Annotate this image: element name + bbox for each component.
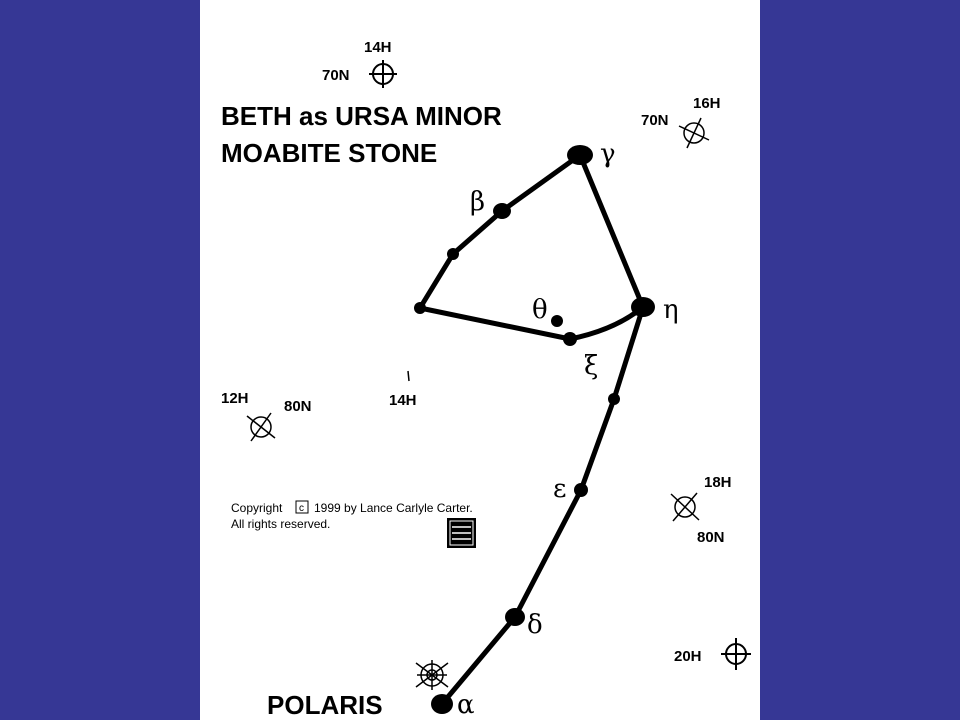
marker-5-ra: 18H <box>704 474 732 491</box>
beth-tail-path <box>439 152 646 707</box>
marker-6-ra: 20H <box>674 648 702 665</box>
star-small-2 <box>414 302 426 314</box>
copyright-box <box>295 500 309 514</box>
stars <box>414 145 655 714</box>
copyright-prefix: Copyright <box>231 501 283 515</box>
star-xi <box>563 332 577 346</box>
marker-1-dec: 70N <box>322 67 350 84</box>
star-small-3 <box>608 393 620 405</box>
star-epsilon <box>574 483 588 497</box>
title-line-1: BETH as URSA MINOR <box>221 101 502 131</box>
star-delta <box>505 608 525 626</box>
star-eta <box>631 297 655 317</box>
marker-2-ra: 16H <box>693 95 721 112</box>
artist-seal-icon <box>447 518 476 548</box>
rights-reserved: All rights reserved. <box>231 517 330 531</box>
label-gamma: γ <box>600 139 616 169</box>
marker-4-ra: 14H <box>389 392 417 409</box>
crosshair-icon <box>721 638 751 670</box>
marker-4-tick <box>407 370 410 382</box>
star-theta <box>551 315 563 327</box>
beth-upper-path <box>417 152 583 342</box>
marker-3-ra: 12H <box>221 390 249 407</box>
marker-2-dec: 70N <box>641 112 669 129</box>
label-eta: η <box>663 295 679 325</box>
marker-3-dec: 80N <box>284 398 312 415</box>
crosshair-tilted-icon <box>670 492 700 522</box>
star-small-1 <box>447 248 459 260</box>
marker-1-ra: 14H <box>364 39 392 56</box>
label-epsilon: ε <box>553 474 566 504</box>
label-alpha: α <box>457 690 475 720</box>
label-polaris: POLARIS <box>267 690 383 720</box>
crosshair-icon <box>369 60 397 88</box>
marker-5-dec: 80N <box>697 529 725 546</box>
crosshair-tilted-icon <box>246 412 276 442</box>
copyright-symbol: c <box>299 503 304 514</box>
label-delta: δ <box>527 610 543 640</box>
label-theta: θ <box>532 295 548 325</box>
title-line-2: MOABITE STONE <box>221 138 437 168</box>
diagram-panel <box>200 0 760 720</box>
star-beta <box>493 203 511 219</box>
label-beta: β <box>470 187 485 217</box>
star-gamma <box>567 145 593 165</box>
copyright-text: 1999 by Lance Carlyle Carter. <box>314 501 473 515</box>
label-xi: ξ <box>584 351 598 381</box>
star-alpha <box>431 694 453 714</box>
polaris-burst-icon <box>415 660 449 690</box>
crosshair-tilted-icon <box>678 117 710 149</box>
